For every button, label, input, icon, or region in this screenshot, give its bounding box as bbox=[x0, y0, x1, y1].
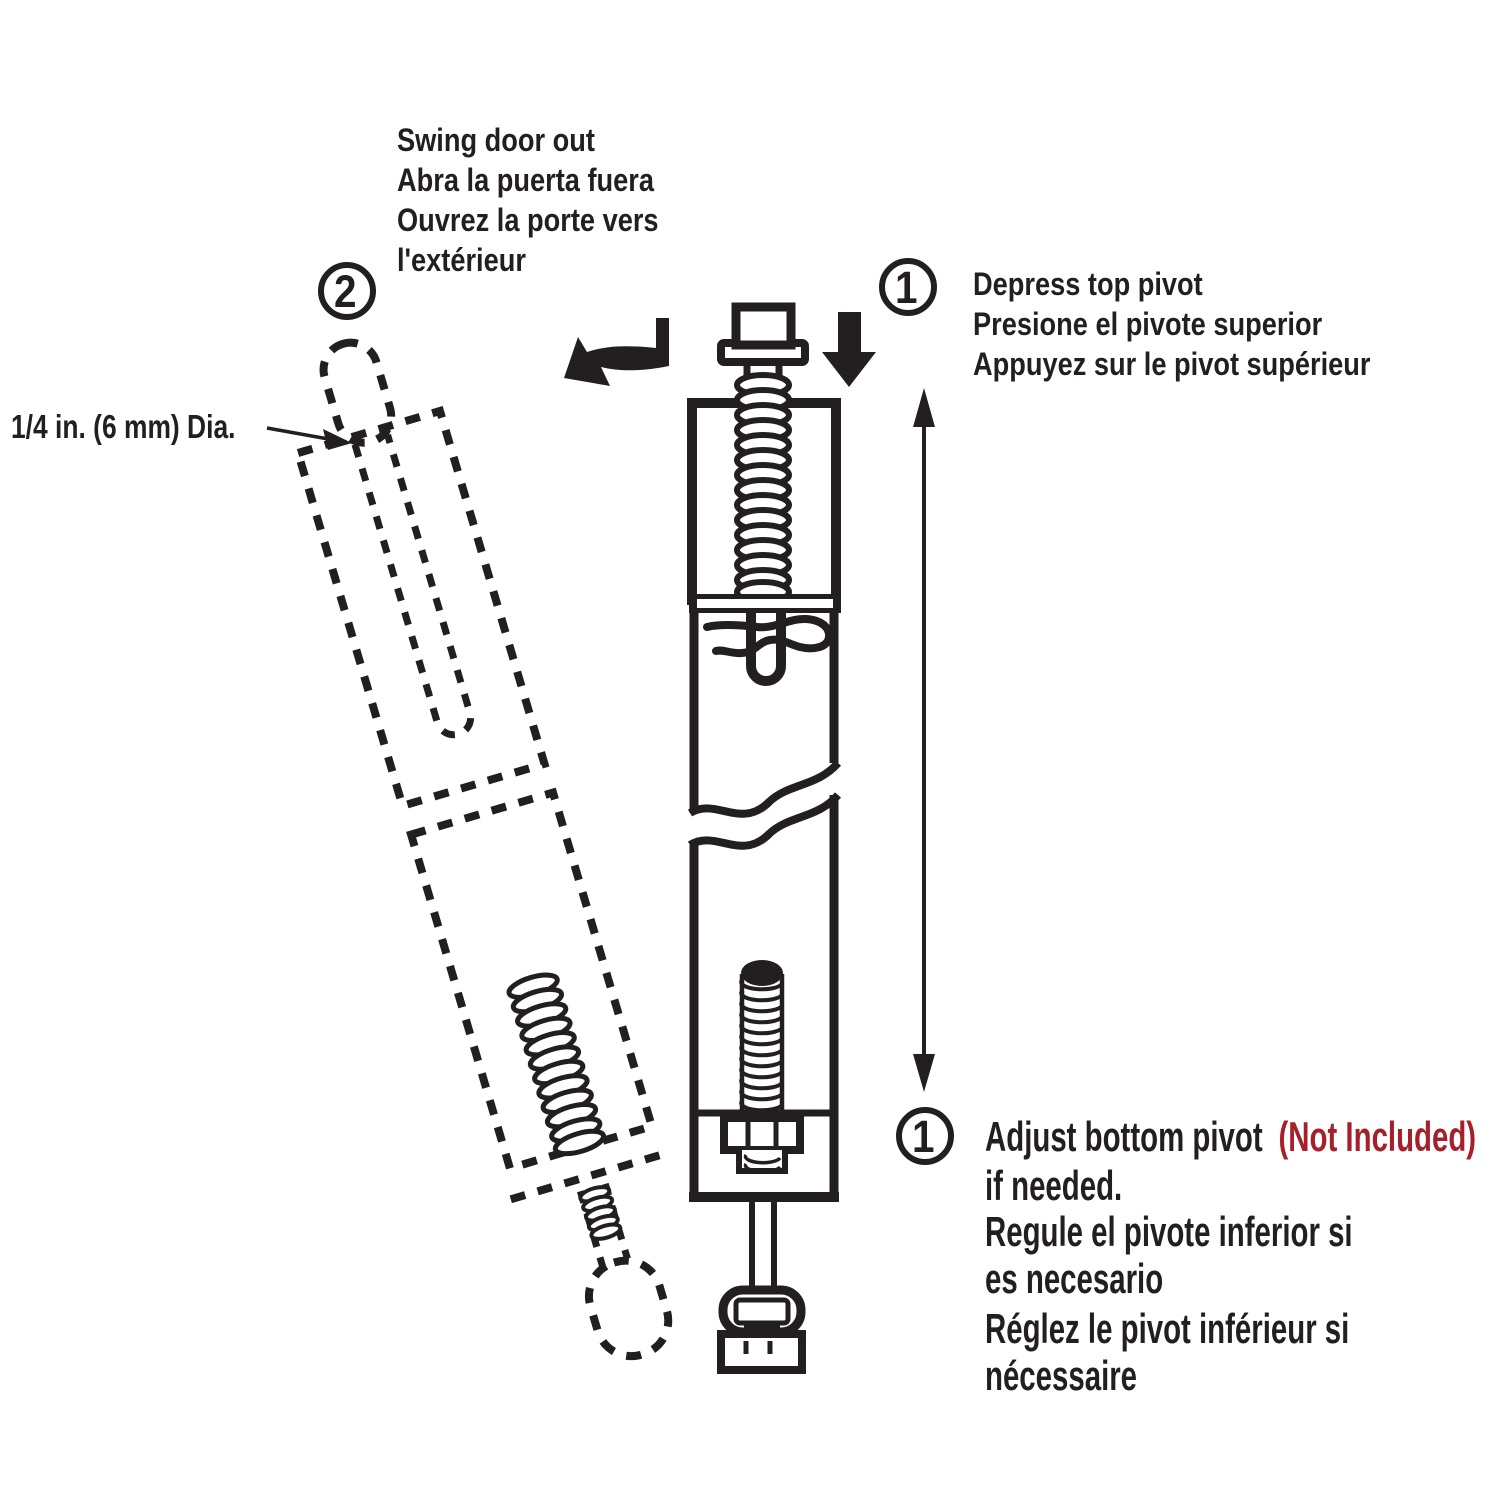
dashed-spring bbox=[506, 972, 607, 1157]
adjust-line-1: Adjust bottom pivot (Not Included) bbox=[985, 1112, 1476, 1161]
adjust-es-line-2: es necesario bbox=[985, 1255, 1164, 1302]
dashed-upper-housing bbox=[293, 406, 550, 811]
height-range-arrow-icon bbox=[913, 388, 935, 1092]
swing-arrow-icon bbox=[564, 318, 669, 386]
threaded-rod-threads bbox=[739, 978, 784, 1124]
down-arrow-icon bbox=[822, 312, 876, 387]
bottom-cap bbox=[717, 1330, 806, 1374]
adjust-label-french: Réglez le pivot inférieur si nécessaire bbox=[985, 1305, 1500, 1399]
step-1-top-badge: 1 bbox=[879, 258, 937, 316]
break-wave-lower bbox=[687, 792, 842, 850]
swing-line-en: Swing door out bbox=[397, 122, 595, 158]
top-spring bbox=[734, 372, 792, 605]
adjust-bottom-pivot-label: Adjust bottom pivot (Not Included) if ne… bbox=[985, 1112, 1500, 1210]
step-2-number: 2 bbox=[334, 265, 358, 317]
depress-line-es: Presione el pivote superior bbox=[973, 306, 1323, 342]
step-1-bottom-number: 1 bbox=[912, 1110, 936, 1162]
depress-line-fr: Appuyez sur le pivot supérieur bbox=[973, 346, 1371, 382]
diameter-text: 1/4 in. (6 mm) Dia. bbox=[11, 408, 236, 445]
adjust-es-line-1: Regule el pivote inferior si bbox=[985, 1208, 1353, 1255]
retainer-clip bbox=[703, 614, 834, 658]
dashed-slot bbox=[351, 433, 475, 739]
swing-line-fr-1: Ouvrez la porte vers bbox=[397, 202, 659, 238]
depress-top-pivot-label: Depress top pivot Presione el pivote sup… bbox=[973, 264, 1441, 384]
dashed-top-pin bbox=[319, 338, 396, 447]
adjust-fr-line-2: nécessaire bbox=[985, 1352, 1138, 1399]
depress-line-en: Depress top pivot bbox=[973, 266, 1203, 302]
step-1-bottom-badge: 1 bbox=[896, 1107, 954, 1165]
nut-recess-threads bbox=[743, 1153, 782, 1174]
dashed-thread-fragment bbox=[578, 1185, 623, 1241]
lower-rod bbox=[749, 1197, 777, 1292]
adjust-text-black: Adjust bottom pivot bbox=[985, 1113, 1263, 1160]
swing-line-es: Abra la puerta fuera bbox=[397, 162, 654, 198]
divider-plate bbox=[689, 594, 841, 613]
top-cap bbox=[731, 302, 796, 350]
dashed-foot bbox=[584, 1256, 673, 1361]
solid-pivot-drawing bbox=[687, 302, 842, 1374]
swing-line-fr-2: l'extérieur bbox=[397, 242, 526, 278]
swing-door-out-label: Swing door out Abra la puerta fuera Ouvr… bbox=[397, 120, 705, 280]
break-wave-upper bbox=[687, 760, 842, 818]
adjust-line-2: if needed. bbox=[985, 1162, 1123, 1209]
clip-section-walls bbox=[689, 613, 839, 813]
adjust-nut bbox=[720, 1114, 804, 1154]
lower-housing-walls bbox=[689, 795, 839, 1193]
foot-washer bbox=[733, 1297, 791, 1326]
adjust-nut-facets bbox=[745, 1118, 779, 1150]
diameter-pointer-icon bbox=[266, 426, 352, 450]
step-1-top-number: 1 bbox=[895, 261, 919, 313]
bottom-cap-notches bbox=[743, 1341, 773, 1354]
not-included-text: (Not Included) bbox=[1278, 1113, 1477, 1160]
dashed-pivot-drawing bbox=[293, 338, 673, 1361]
step-2-badge: 2 bbox=[318, 262, 376, 320]
adjust-fr-line-1: Réglez le pivot inférieur si bbox=[985, 1305, 1350, 1352]
adjust-label-spanish: Regule el pivote inferior si es necesari… bbox=[985, 1208, 1500, 1302]
threaded-rod-top bbox=[741, 960, 783, 986]
diameter-callout-label: 1/4 in. (6 mm) Dia. bbox=[11, 408, 292, 446]
